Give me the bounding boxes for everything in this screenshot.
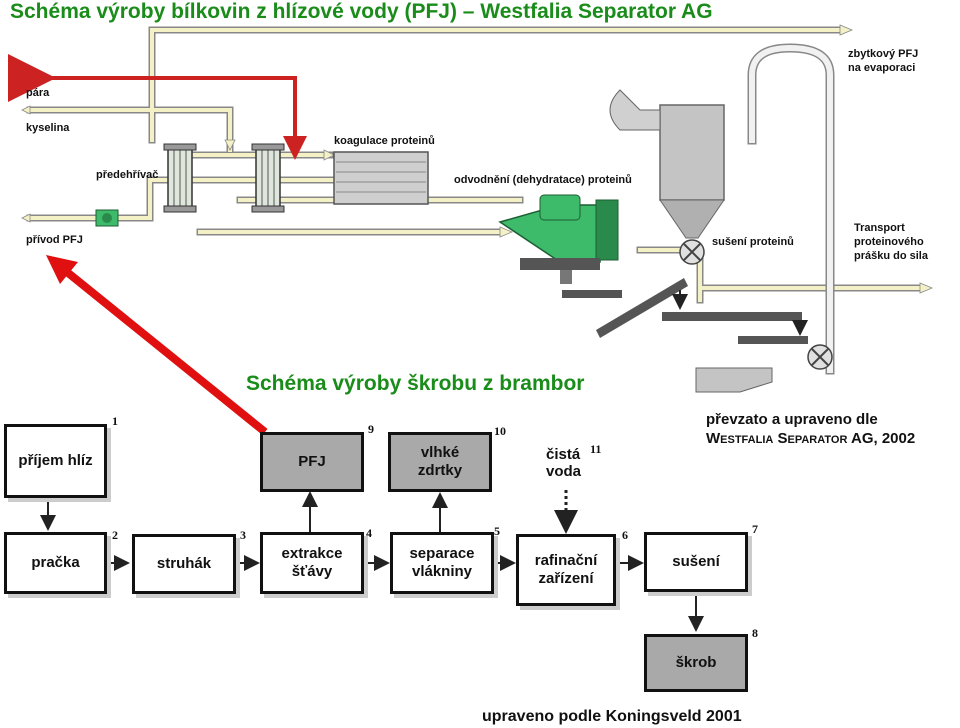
step-number-11: 11: [590, 442, 602, 456]
credit-bottom: upraveno podle Koningsveld 2001: [482, 708, 742, 725]
screw-conveyors: [562, 278, 808, 344]
starch-flow-arrows: [40, 490, 704, 632]
pfj-link-arrow-head: [46, 255, 78, 284]
step-label-2: vlákniny: [411, 563, 473, 580]
step-box-3: struhák: [132, 534, 236, 594]
transport-fan: [695, 344, 833, 393]
label-dehydration: odvodnění (dehydratace) proteinů: [454, 174, 632, 186]
step-label-2: zdrtky: [417, 462, 463, 479]
step-box-2: pračka: [4, 532, 107, 594]
step-number-8: 8: [752, 626, 758, 640]
label-steam: pára: [26, 87, 50, 99]
decanter-centrifuge: [498, 194, 619, 284]
label-acid: kyselina: [26, 122, 70, 134]
step-box-8: škrob: [644, 634, 748, 692]
step-number-6: 6: [622, 528, 628, 542]
conveyor-arrows: [672, 290, 808, 336]
label-coagulation: koagulace proteinů: [334, 135, 435, 147]
feed-pump: [95, 209, 119, 227]
spray-dryer: [609, 89, 725, 265]
step-number-10: 10: [494, 424, 506, 438]
clean-water-line1: čistá: [546, 446, 581, 463]
step-box-1: příjem hlíz: [4, 424, 107, 498]
credit-top-line1: převzato a upraveno dle: [706, 411, 878, 428]
step-number-1: 1: [112, 414, 118, 428]
step-number-5: 5: [494, 524, 500, 538]
step-number-9: 9: [368, 422, 374, 436]
step-label: příjem hlíz: [18, 452, 93, 469]
credit-top-line2: Westfalia Separator AG, 2002: [706, 430, 916, 447]
step-label: sušení: [672, 553, 720, 570]
step-label: struhák: [156, 555, 212, 572]
step-label: extrakce: [281, 545, 343, 562]
label-residual-1: zbytkový PFJ: [848, 48, 919, 60]
coagulation-tank: [333, 151, 429, 205]
label-preheater: předehřívač: [96, 169, 159, 181]
preheater-1: [163, 143, 197, 213]
step-box-9: PFJ: [260, 432, 364, 492]
step-box-7: sušení: [644, 532, 748, 592]
pipes: [8, 26, 924, 375]
step-label: vlhké: [420, 444, 460, 461]
page-title: Schéma výroby bílkovin z hlízové vody (P…: [10, 0, 713, 23]
step-label-2: zařízení: [538, 570, 594, 587]
step-number-4: 4: [366, 526, 372, 540]
step-label: rafinační: [534, 552, 598, 569]
label-transport-3: prášku do sila: [854, 250, 928, 262]
step-label: separace: [409, 545, 475, 562]
label-residual-2: na evaporaci: [848, 62, 916, 74]
label-pfj-inlet: přívod PFJ: [26, 234, 83, 246]
step-number-3: 3: [240, 528, 246, 542]
step-label-2: šťávy: [291, 563, 333, 580]
credit-top: převzato a upraveno dle Westfalia Separa…: [706, 410, 915, 448]
step-number-2: 2: [112, 528, 118, 542]
label-drying: sušení proteinů: [712, 236, 794, 248]
clean-water-label: čistá voda: [546, 446, 581, 480]
clean-water-line2: voda: [546, 463, 582, 480]
label-transport-2: proteinového: [854, 236, 924, 248]
step-label: pračka: [31, 554, 80, 571]
starch-diagram-title: Schéma výroby škrobu z brambor: [246, 372, 585, 395]
pfj-link-arrow-shaft: [59, 264, 268, 436]
step-label: PFJ: [298, 453, 326, 470]
step-number-7: 7: [752, 522, 758, 536]
step-label: škrob: [675, 654, 717, 671]
preheater-2: [251, 143, 285, 213]
label-transport-1: Transport: [854, 222, 905, 234]
